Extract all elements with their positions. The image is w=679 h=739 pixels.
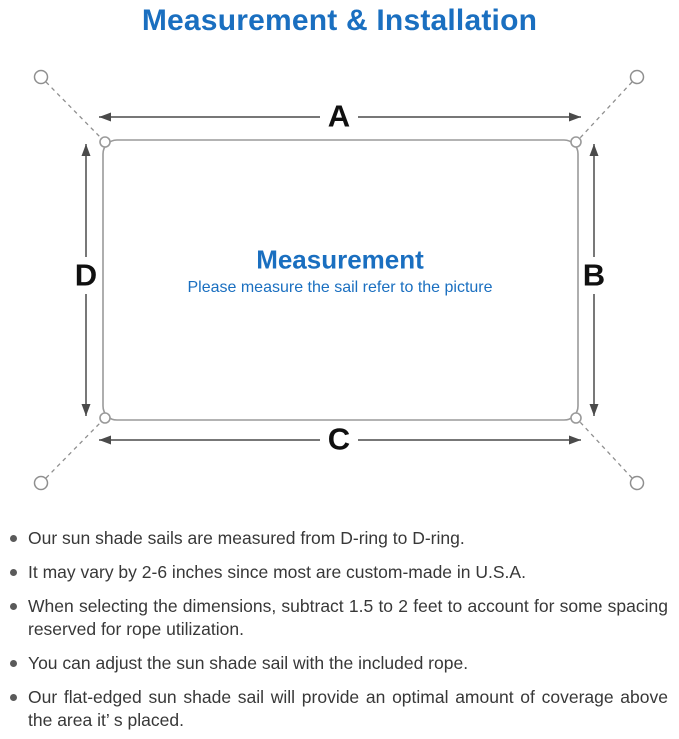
d-ring-top-right bbox=[570, 136, 582, 148]
dimension-label-c: C bbox=[324, 423, 354, 455]
diagram-heading: Measurement bbox=[256, 244, 424, 275]
anchor-ring-top-right bbox=[629, 69, 645, 85]
bullet-icon bbox=[10, 603, 17, 610]
sail-outline bbox=[102, 139, 579, 421]
dimension-label-a: A bbox=[324, 100, 354, 132]
anchor-rings bbox=[33, 69, 645, 491]
bullet-icon bbox=[10, 660, 17, 667]
bullet-icon bbox=[10, 535, 17, 542]
note-text: When selecting the dimensions, subtract … bbox=[28, 596, 668, 639]
rope-bottom-right bbox=[579, 421, 633, 479]
note-text: You can adjust the sun shade sail with t… bbox=[28, 653, 469, 673]
list-item: Our sun shade sails are measured from D-… bbox=[10, 527, 670, 550]
list-item: It may vary by 2-6 inches since most are… bbox=[10, 561, 670, 584]
list-item: When selecting the dimensions, subtract … bbox=[10, 595, 670, 641]
anchor-ring-bottom-left bbox=[33, 475, 49, 491]
dimension-label-b: B bbox=[579, 259, 609, 291]
d-ring-bottom-right bbox=[570, 412, 582, 424]
rope-top-right bbox=[579, 81, 633, 139]
note-text: Our sun shade sails are measured from D-… bbox=[28, 528, 465, 548]
diagram-subheading: Please measure the sail refer to the pic… bbox=[187, 279, 493, 296]
corner-d-rings bbox=[99, 136, 582, 424]
notes-list: Our sun shade sails are measured from D-… bbox=[10, 527, 670, 739]
note-text: It may vary by 2-6 inches since most are… bbox=[28, 562, 526, 582]
anchor-ring-bottom-right bbox=[629, 475, 645, 491]
dimension-arrows bbox=[81, 112, 599, 445]
rope-top-left bbox=[45, 81, 102, 139]
list-item: Our flat-edged sun shade sail will provi… bbox=[10, 686, 670, 732]
d-ring-top-left bbox=[99, 136, 111, 148]
sail-measurement-diagram: A B C D Measurement Please measure the s… bbox=[0, 45, 679, 515]
note-text: Our flat-edged sun shade sail will provi… bbox=[28, 687, 668, 730]
list-item: You can adjust the sun shade sail with t… bbox=[10, 652, 670, 675]
page-title: Measurement & Installation bbox=[141, 4, 538, 37]
dimension-label-d: D bbox=[71, 259, 101, 291]
diagram-graphics bbox=[33, 69, 645, 491]
anchor-ring-top-left bbox=[33, 69, 49, 85]
bullet-icon bbox=[10, 694, 17, 701]
d-ring-bottom-left bbox=[99, 412, 111, 424]
tension-rope-lines bbox=[45, 81, 633, 479]
bullet-icon bbox=[10, 569, 17, 576]
rope-bottom-left bbox=[45, 421, 102, 479]
